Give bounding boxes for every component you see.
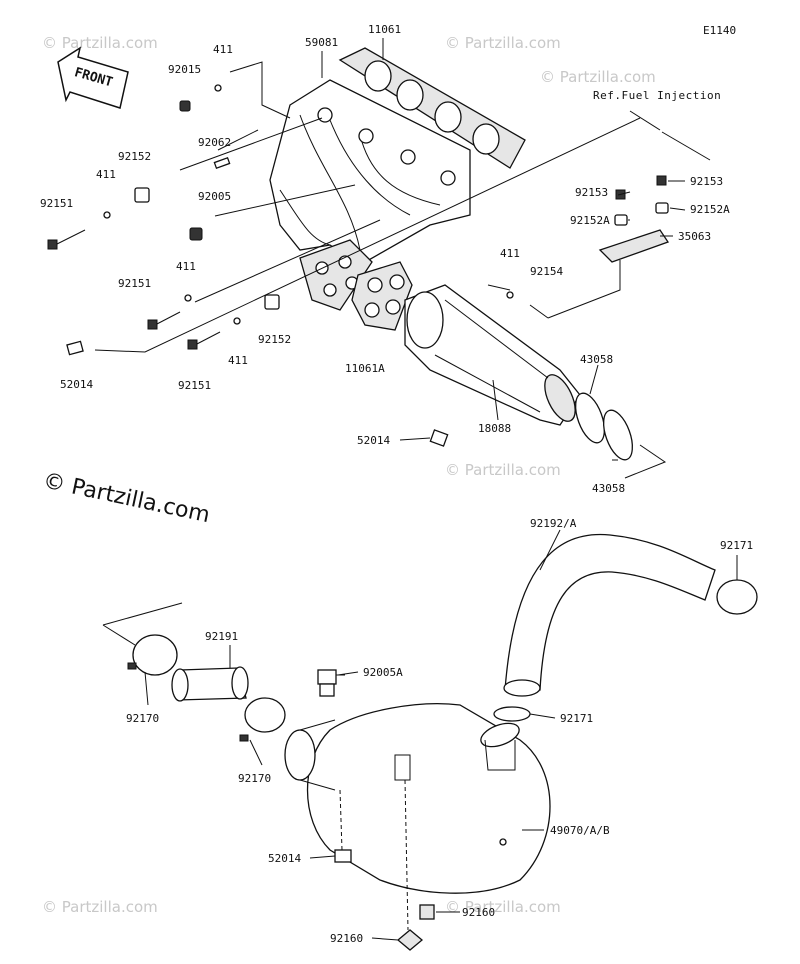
gasket-11061A (351, 261, 413, 331)
label-92151: 92151 (178, 379, 211, 392)
watermark-text: © Partzilla.com (42, 34, 158, 52)
label-59081: 59081 (305, 36, 338, 49)
clamp-92170 (244, 697, 286, 733)
clamp-92171 (493, 706, 531, 722)
label-411: 411 (213, 43, 233, 56)
label-52014: 52014 (60, 378, 93, 391)
clamp-92170 (132, 634, 178, 676)
exhaust-pipe-18088 (404, 284, 581, 426)
part-labels: 11061 59081 411 92015 92062 92152 411 92… (40, 23, 753, 945)
inlet-tube-92191 (171, 666, 249, 702)
label-43058: 43058 (592, 482, 625, 495)
label-92192A: 92192/A (530, 517, 577, 530)
label-92152A: 92152A (570, 214, 610, 227)
label-92005: 92005 (198, 190, 231, 203)
ref-note: Ref.Fuel Injection (593, 89, 721, 102)
label-92171: 92171 (560, 712, 593, 725)
label-35063: 35063 (678, 230, 711, 243)
label-411: 411 (500, 247, 520, 260)
hose-92192A (503, 533, 716, 697)
o-ring-43058 (574, 392, 606, 444)
manifold-gasket-11061 (338, 47, 526, 169)
pad-92160 (396, 929, 424, 951)
watermark-text: © Partzilla.com (42, 898, 158, 916)
label-92191: 92191 (205, 630, 238, 643)
label-52014: 52014 (357, 434, 390, 447)
label-92062: 92062 (198, 136, 231, 149)
label-92015: 92015 (168, 63, 201, 76)
watermarks: © Partzilla.com © Partzilla.com © Partzi… (42, 34, 656, 916)
label-411: 411 (228, 354, 248, 367)
leader-lines (94, 38, 686, 479)
label-92160: 92160 (330, 932, 363, 945)
label-52014: 52014 (268, 852, 301, 865)
clamp-screw-icon (127, 662, 137, 670)
copyright-text: © Partzilla.com (41, 468, 212, 528)
label-92152A: 92152A (690, 203, 730, 216)
label-92170: 92170 (238, 772, 271, 785)
clamp-92171 (716, 579, 758, 615)
label-18088: 18088 (478, 422, 511, 435)
label-92154: 92154 (530, 265, 563, 278)
label-92152: 92152 (118, 150, 151, 163)
watermark-text: © Partzilla.com (445, 34, 561, 52)
hardware (47, 84, 711, 447)
label-92151: 92151 (40, 197, 73, 210)
label-92171: 92171 (720, 539, 753, 552)
label-92153: 92153 (690, 175, 723, 188)
pad-92160 (419, 904, 435, 920)
watermark-text: © Partzilla.com (540, 68, 656, 86)
bracket-35063 (598, 229, 670, 263)
label-11061A: 11061A (345, 362, 385, 375)
label-92151: 92151 (118, 277, 151, 290)
label-411: 411 (96, 168, 116, 181)
label-411: 411 (176, 260, 196, 273)
label-49070: 49070/A/B (550, 824, 610, 837)
o-ring-43058 (602, 409, 634, 461)
front-arrow-icon: FRONT (57, 46, 129, 109)
clamp-screw-icon (239, 734, 249, 742)
label-92160: 92160 (462, 906, 495, 919)
label-92170: 92170 (126, 712, 159, 725)
label-11061: 11061 (368, 23, 401, 36)
watermark-text: © Partzilla.com (445, 461, 561, 479)
muffler-49070 (284, 703, 551, 894)
label-92005A: 92005A (363, 666, 403, 679)
diagram-code: E1140 (703, 24, 736, 37)
label-43058: 43058 (580, 353, 613, 366)
label-92153: 92153 (575, 186, 608, 199)
fitting-52014 (334, 849, 352, 863)
fitting-92005A (317, 669, 345, 697)
leader-lines-lower (102, 529, 738, 941)
label-92152: 92152 (258, 333, 291, 346)
watermark-text: © Partzilla.com (445, 898, 561, 916)
